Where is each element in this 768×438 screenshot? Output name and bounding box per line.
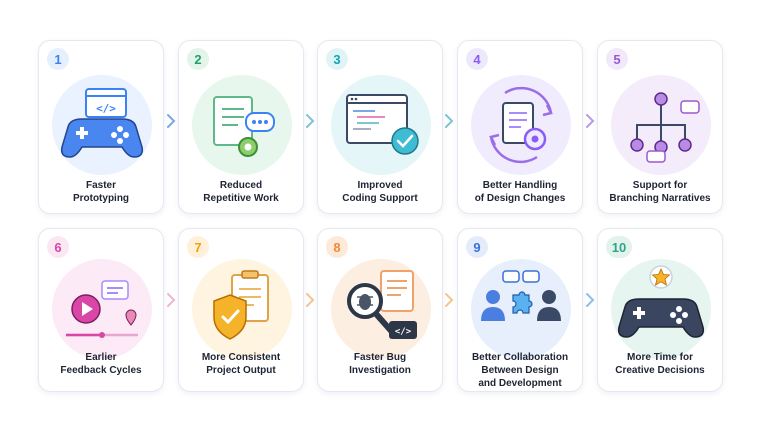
step-label: Improved Coding Support (342, 180, 418, 204)
chevron-right-icon (443, 113, 455, 129)
card-step-6: 6 Earlier Feedback Cycles (38, 228, 164, 392)
chevron-right-icon (584, 113, 596, 129)
step-label: Earlier Feedback Cycles (60, 352, 142, 376)
branching-nodes-icon (611, 75, 711, 175)
step-label: Support for Branching Narratives (609, 180, 711, 204)
card-step-8: 8 </> Faster Bug Investigation (317, 228, 443, 392)
code-window-check-icon (331, 75, 431, 175)
card-step-2: 2 Reduced Repetitive Work (178, 40, 304, 214)
card-step-9: 9 Better Collaboration Between Design an… (457, 228, 583, 392)
step-label: Better Handling of Design Changes (474, 180, 566, 204)
step-number-badge: 9 (466, 236, 488, 258)
step-number-badge: 2 (187, 48, 209, 70)
card-step-5: 5 Support for Branching Narratives (597, 40, 723, 214)
chevron-right-icon (165, 113, 177, 129)
step-label: Faster Prototyping (72, 180, 130, 204)
step-number-badge: 5 (606, 48, 628, 70)
chevron-right-icon (165, 292, 177, 308)
step-label: More Consistent Project Output (201, 352, 281, 376)
card-step-4: 4 Better Handling of Design Changes (457, 40, 583, 214)
video-feedback-icon (52, 259, 152, 359)
shield-check-clipboard-icon (192, 259, 292, 359)
chevron-right-icon (304, 113, 316, 129)
document-refresh-gear-icon (471, 75, 571, 175)
svg-text:</>: </> (96, 102, 116, 115)
step-number-badge: 10 (606, 236, 632, 258)
magnifier-bug-icon: </> (331, 259, 431, 359)
step-label: Faster Bug Investigation (349, 352, 411, 376)
game-controller-star-icon (611, 259, 711, 359)
chevron-right-icon (443, 292, 455, 308)
card-step-7: 7 More Consistent Project Output (178, 228, 304, 392)
document-gear-icon (192, 75, 292, 175)
step-number-badge: 3 (326, 48, 348, 70)
step-number-badge: 1 (47, 48, 69, 70)
step-label: Reduced Repetitive Work (203, 180, 279, 204)
step-number-badge: 7 (187, 236, 209, 258)
team-puzzle-icon (471, 259, 571, 359)
card-step-1: 1 </> Faster Prototyping (38, 40, 164, 214)
card-step-3: 3 Improved Coding Support (317, 40, 443, 214)
chevron-right-icon (304, 292, 316, 308)
step-number-badge: 4 (466, 48, 488, 70)
step-number-badge: 6 (47, 236, 69, 258)
chevron-right-icon (584, 292, 596, 308)
step-label: Better Collaboration Between Design and … (471, 352, 569, 389)
step-label: More Time for Creative Decisions (615, 352, 705, 376)
svg-text:</>: </> (395, 327, 412, 337)
card-step-10: 10 More Time for Creative Decisions (597, 228, 723, 392)
game-controller-code-icon: </> (52, 75, 152, 175)
step-number-badge: 8 (326, 236, 348, 258)
